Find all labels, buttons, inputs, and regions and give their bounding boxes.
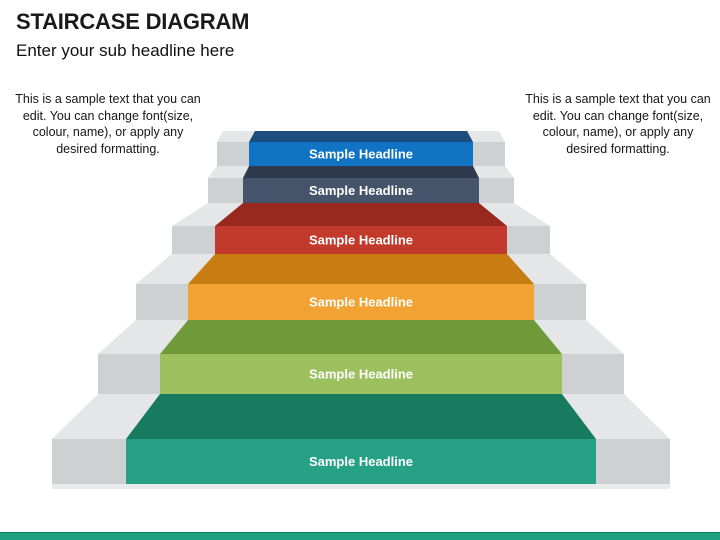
side-step-left-5-front-face (98, 354, 160, 394)
staircase-floor (52, 484, 670, 489)
side-step-left-4-front-face (136, 284, 188, 320)
page-subtitle: Enter your sub headline here (16, 41, 235, 60)
sample-text-left: This is a sample text that you can edit.… (15, 92, 201, 156)
sample-text-right: This is a sample text that you can edit.… (525, 92, 711, 156)
side-step-left-5-top-face (98, 320, 188, 354)
footer-accent-bar (0, 532, 720, 540)
side-step-right-5-top-face (534, 320, 624, 354)
step-6-label: Sample Headline (309, 454, 413, 469)
step-2-label: Sample Headline (309, 183, 413, 198)
step-4-front-face (188, 284, 534, 320)
step-6-top-face (126, 394, 596, 439)
step-3-top-face (215, 203, 507, 226)
side-step-left-6-front-face (52, 439, 126, 484)
step-2-front-face (243, 178, 479, 203)
side-step-left-1-front-face (217, 142, 249, 166)
side-step-right-6-front-face (596, 439, 670, 484)
side-step-right-3-top-face (479, 203, 550, 226)
side-step-left-6-top-face (52, 394, 160, 439)
step-5-front-face (160, 354, 562, 394)
side-step-left-2-front-face (208, 178, 243, 203)
side-step-left-3-front-face (172, 226, 215, 254)
page-title: STAIRCASE DIAGRAM (16, 9, 250, 34)
side-step-right-1-front-face (473, 142, 505, 166)
side-step-left-4-top-face (136, 254, 215, 284)
side-step-right-1-top-face (467, 131, 505, 142)
step-1-top-face (249, 131, 473, 142)
step-6-front-face (126, 439, 596, 484)
step-3-front-face (215, 226, 507, 254)
step-2-top-face (243, 166, 479, 178)
step-5-top-face (160, 320, 562, 354)
step-5-label: Sample Headline (309, 367, 413, 382)
side-step-right-6-top-face (562, 394, 670, 439)
step-4-top-face (188, 254, 534, 284)
step-1-front-face (249, 142, 473, 166)
side-step-left-1-top-face (217, 131, 255, 142)
side-step-right-4-top-face (507, 254, 586, 284)
side-step-left-3-top-face (172, 203, 243, 226)
side-step-right-3-front-face (507, 226, 550, 254)
side-step-right-5-front-face (562, 354, 624, 394)
side-step-right-2-top-face (473, 166, 514, 178)
side-step-right-4-front-face (534, 284, 586, 320)
side-step-right-2-front-face (479, 178, 514, 203)
step-1-label: Sample Headline (309, 147, 413, 162)
side-step-left-2-top-face (208, 166, 249, 178)
step-4-label: Sample Headline (309, 295, 413, 310)
step-3-label: Sample Headline (309, 233, 413, 248)
